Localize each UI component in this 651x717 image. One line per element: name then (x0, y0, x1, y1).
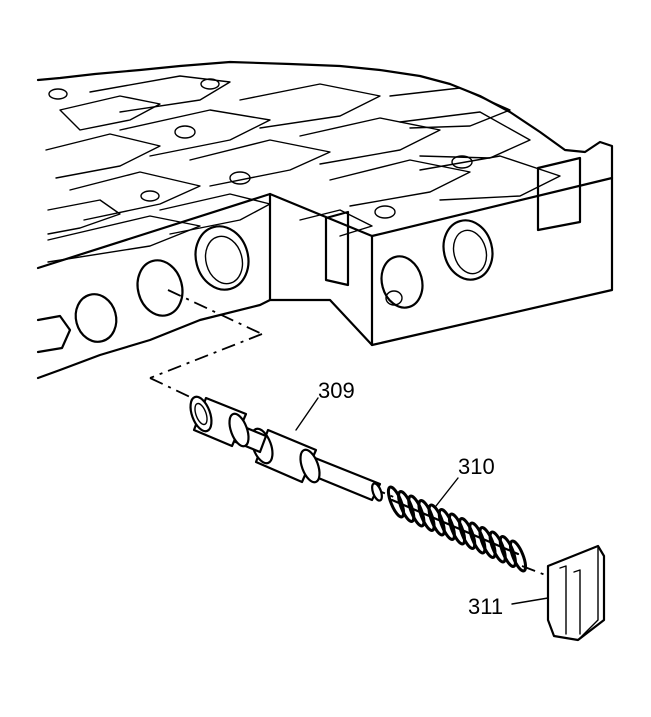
leader-311 (511, 597, 549, 605)
spring-coil (397, 490, 416, 523)
spring-coil (437, 508, 456, 541)
spring-coil (407, 494, 426, 528)
retainer-311 (546, 544, 606, 642)
spring-coil (468, 521, 487, 555)
spring-310 (386, 485, 528, 573)
spring-coil (427, 503, 446, 537)
leader-lines (295, 397, 549, 605)
spring-coil (488, 530, 507, 564)
spring-coil (386, 485, 406, 519)
callout-311: 311 (468, 594, 503, 619)
callout-310: 310 (458, 454, 495, 479)
spring-coil (458, 517, 477, 550)
spring-coil (417, 499, 436, 532)
callout-309: 309 (318, 378, 355, 403)
spring-coil (508, 539, 528, 573)
spring-coil (478, 526, 497, 559)
spring-coil (498, 535, 517, 568)
valve-309 (189, 395, 383, 502)
leader-310 (435, 477, 459, 507)
leader-309 (295, 397, 319, 431)
spring-coil (447, 512, 467, 546)
valve-body-casting (36, 60, 614, 380)
